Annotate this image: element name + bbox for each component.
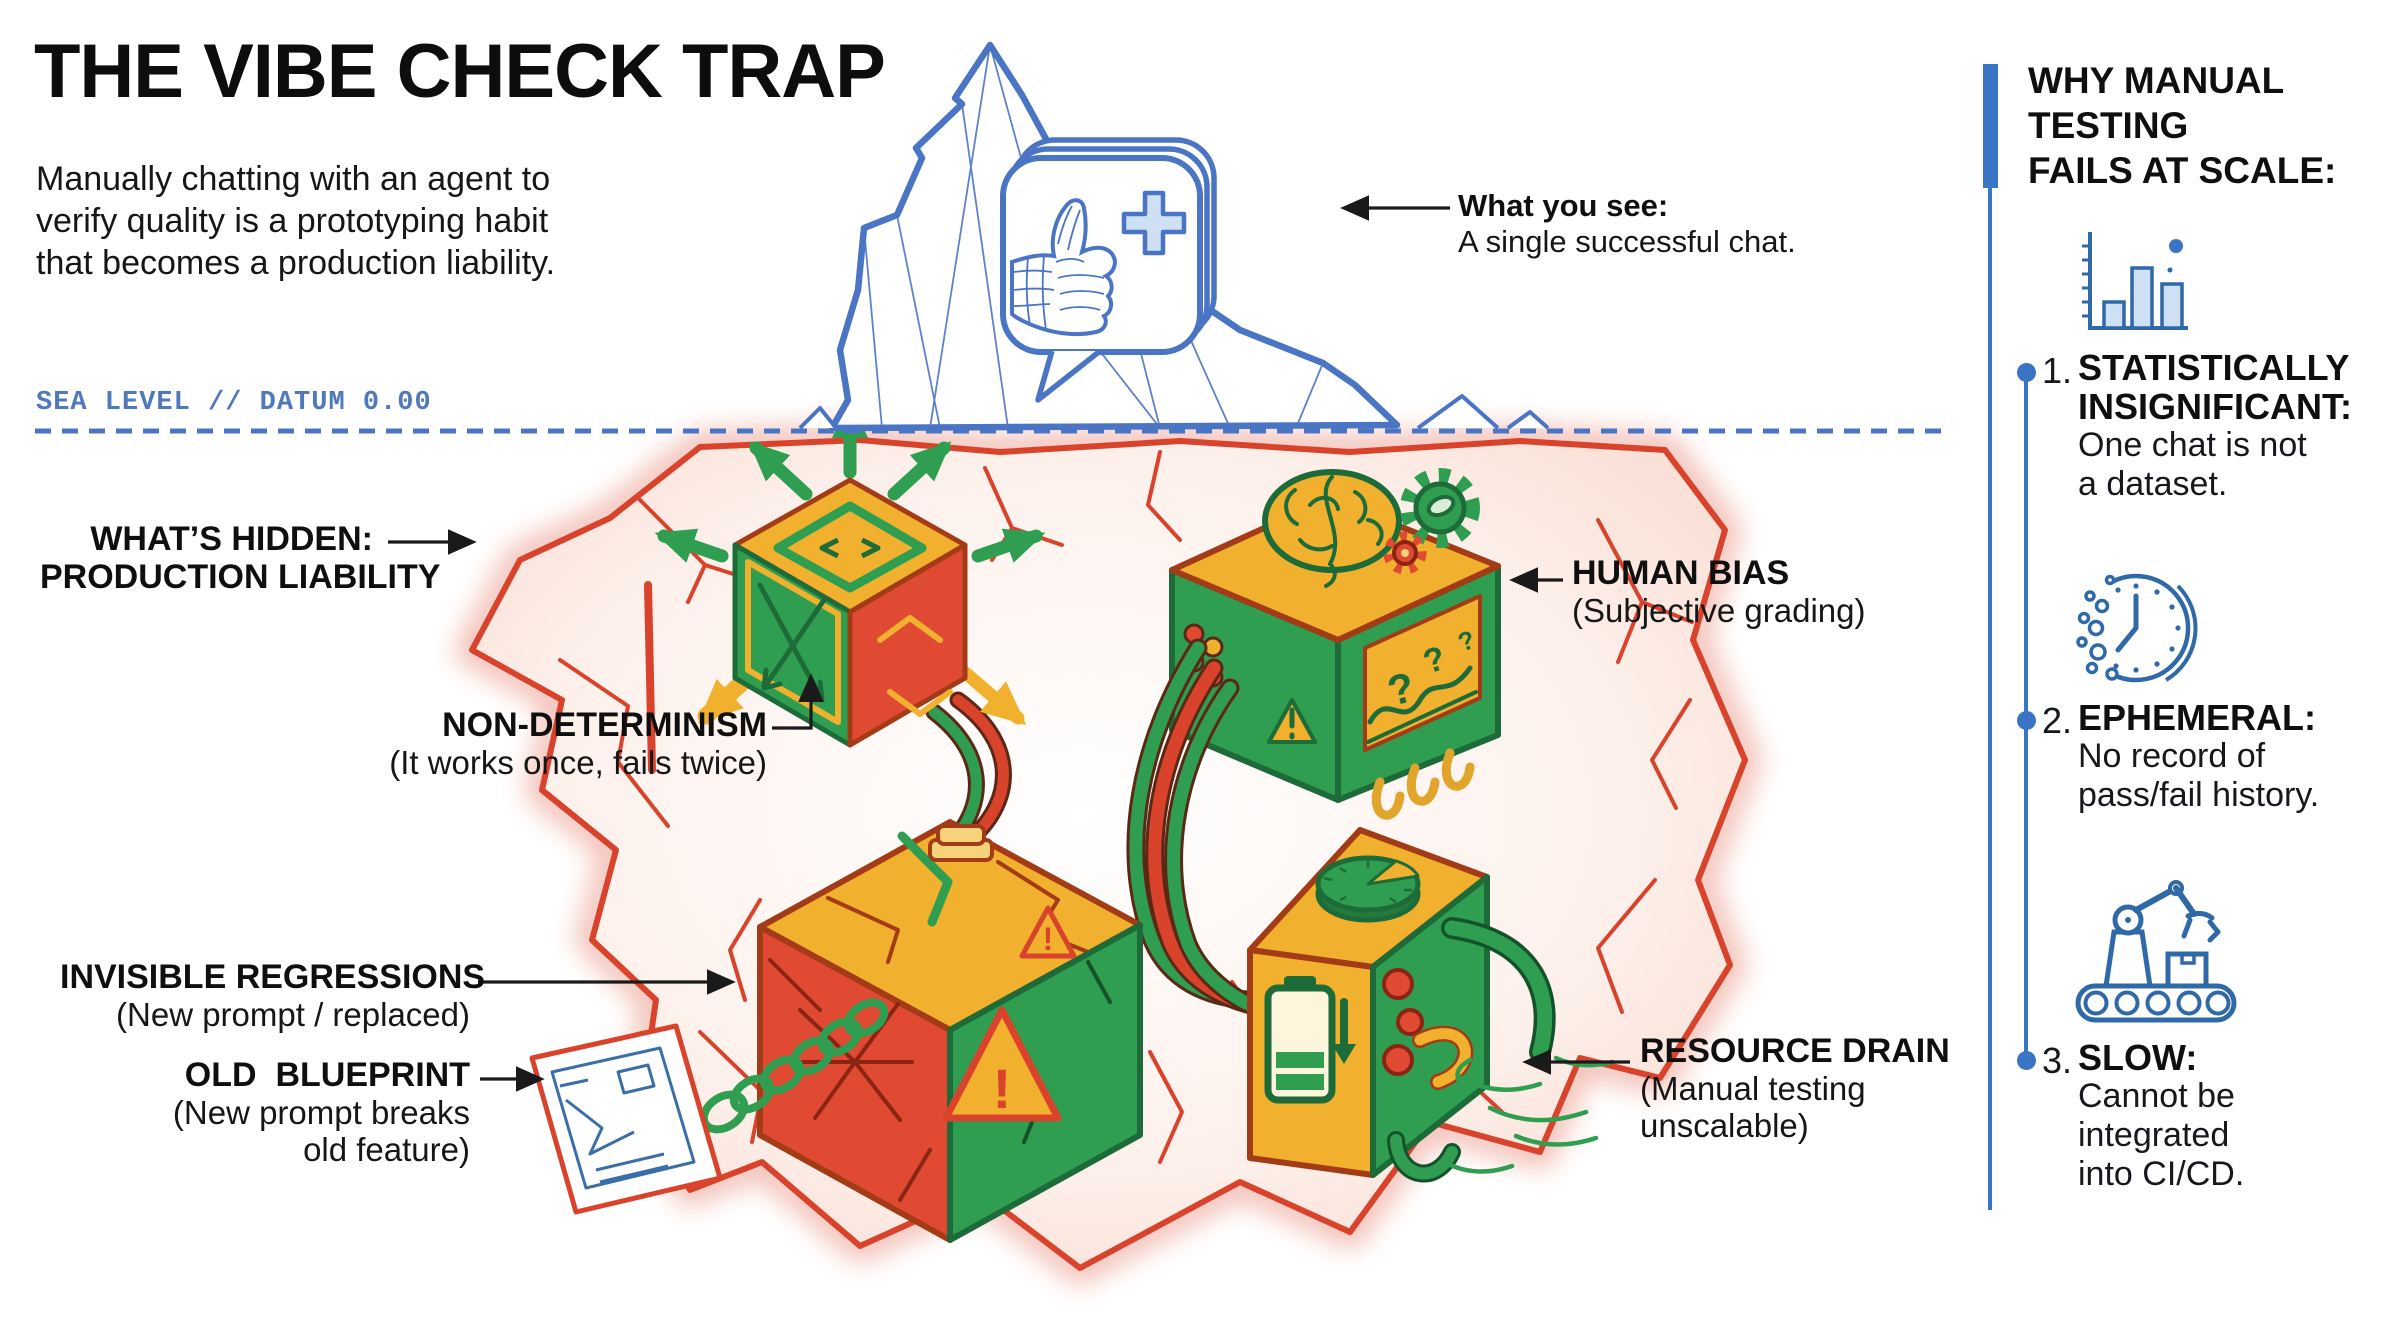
sea-level-label: SEA LEVEL // DATUM 0.00 [36,388,432,418]
coil-hooks [1371,748,1475,820]
warning-triangle-large: ! [942,1006,1062,1122]
sidebar-item-slow: SLOW: Cannot be integrated into CI/CD. [2078,1038,2244,1194]
item-body-line: into CI/CD. [2078,1155,2245,1193]
sidebar-heading-line: WHY MANUAL [2028,60,2285,101]
item-body-line: No record of [2078,737,2266,775]
callout-subtitle: (Subjective grading) [1572,592,1866,629]
gauge-icon [1315,855,1421,923]
annotation-arrows [388,195,1630,1092]
callout-title: OLD BLUEPRINT [184,1056,470,1094]
brain-icon [1262,469,1402,588]
blueprint-sheet [529,1023,723,1215]
hidden-line: WHAT’S HIDDEN: [90,520,373,558]
item-title-line: SLOW: [2078,1037,2198,1078]
machine-resource-drain [1247,827,1615,1183]
callout-resource-drain: RESOURCE DRAIN (Manual testing unscalabl… [1640,1032,1950,1144]
sidebar-item-number: 3. [2042,1040,2073,1081]
subtitle-line: Manually chatting with an agent to [36,160,551,198]
item-title-line: STATISTICALLY [2078,347,2350,388]
sidebar-bullet [2017,1051,2036,1070]
item-body-line: pass/fail history. [2078,776,2320,814]
hidden-line: PRODUCTION LIABILITY [40,558,441,596]
callout-title: NON-DETERMINISM [442,706,767,744]
page-subtitle: Manually chatting with an agent to verif… [36,158,555,284]
bar-chart-icon [2076,226,2196,338]
callout-title: INVISIBLE REGRESSIONS [60,958,486,996]
sidebar-item-ephemeral: EPHEMERAL: No record of pass/fail histor… [2078,698,2319,815]
item-body-line: integrated [2078,1116,2230,1154]
sidebar-item-number: 1. [2042,350,2073,391]
item-body-line: Cannot be [2078,1077,2235,1115]
pipe-fittings [1382,968,1474,1090]
warning-triangle-small: ! [1019,905,1077,959]
callout-subtitle-line: old feature) [303,1131,470,1168]
sidebar-bullet [2017,363,2036,382]
battery-icon [1264,976,1356,1104]
sidebar-rule [1988,64,1992,1210]
plug [928,824,994,862]
callout-whats-hidden: WHAT’S HIDDEN: PRODUCTION LIABILITY [40,520,441,596]
callout-human-bias: HUMAN BIAS (Subjective grading) [1572,554,1866,629]
sidebar-bullet [2017,711,2036,730]
subtitle-line: verify quality is a prototyping habit [36,202,549,240]
callout-subtitle-line: unscalable) [1640,1107,1809,1144]
callout-body: A single successful chat. [1458,224,1796,259]
item-body-line: One chat is not [2078,426,2307,464]
item-title-line: EPHEMERAL: [2078,697,2317,738]
callout-old-blueprint: OLD BLUEPRINT (New prompt breaks old fea… [100,1056,470,1168]
sidebar-item-number: 2. [2042,700,2073,741]
small-gear-icon [1383,531,1427,575]
clock-icon [2070,562,2202,694]
sidebar-heading-line: FAILS AT SCALE: [2028,150,2337,191]
callout-subtitle: (It works once, fails twice) [389,744,767,781]
gear-icon [1400,468,1480,548]
callout-title: RESOURCE DRAIN [1640,1032,1950,1070]
sidebar-heading: WHY MANUAL TESTING FAILS AT SCALE: [2028,58,2336,193]
robot-arm-icon [2072,874,2240,1026]
arrow-non-determinism [772,673,824,730]
item-body-line: a dataset. [2078,465,2228,503]
thumbs-up-icon [1010,198,1117,337]
item-title-line: INSIGNIFICANT: [2078,386,2352,427]
sidebar-accent-bar [1983,64,1998,188]
chain-icon [699,998,889,1134]
callout-title: What you see: [1458,188,1669,223]
subtitle-line: that becomes a production liability. [36,244,556,282]
callout-subtitle-line: (New prompt breaks [172,1094,470,1131]
callout-subtitle: (New prompt / replaced) [116,996,470,1033]
callout-subtitle-line: (Manual testing [1640,1070,1866,1107]
callout-what-you-see: What you see: A single successful chat. [1458,188,1796,260]
page-title: THE VIBE CHECK TRAP [34,29,886,114]
plus-icon [1121,190,1187,256]
machine-invisible-regressions: ! ! [699,819,1143,1243]
callout-invisible-regressions: INVISIBLE REGRESSIONS (New prompt / repl… [60,958,486,1033]
svg-text:!: ! [993,1057,1012,1120]
sidebar-item-statistically-insignificant: STATISTICALLY INSIGNIFICANT: One chat is… [2078,348,2352,504]
thumbs-up-chat-bubble [1000,137,1217,403]
svg-text:!: ! [1043,921,1054,957]
callout-title: HUMAN BIAS [1572,554,1790,592]
callout-non-determinism: NON-DETERMINISM (It works once, fails tw… [330,706,767,781]
sidebar-heading-line: TESTING [2028,105,2189,146]
machine-human-bias: ? ? ? [1169,468,1501,820]
